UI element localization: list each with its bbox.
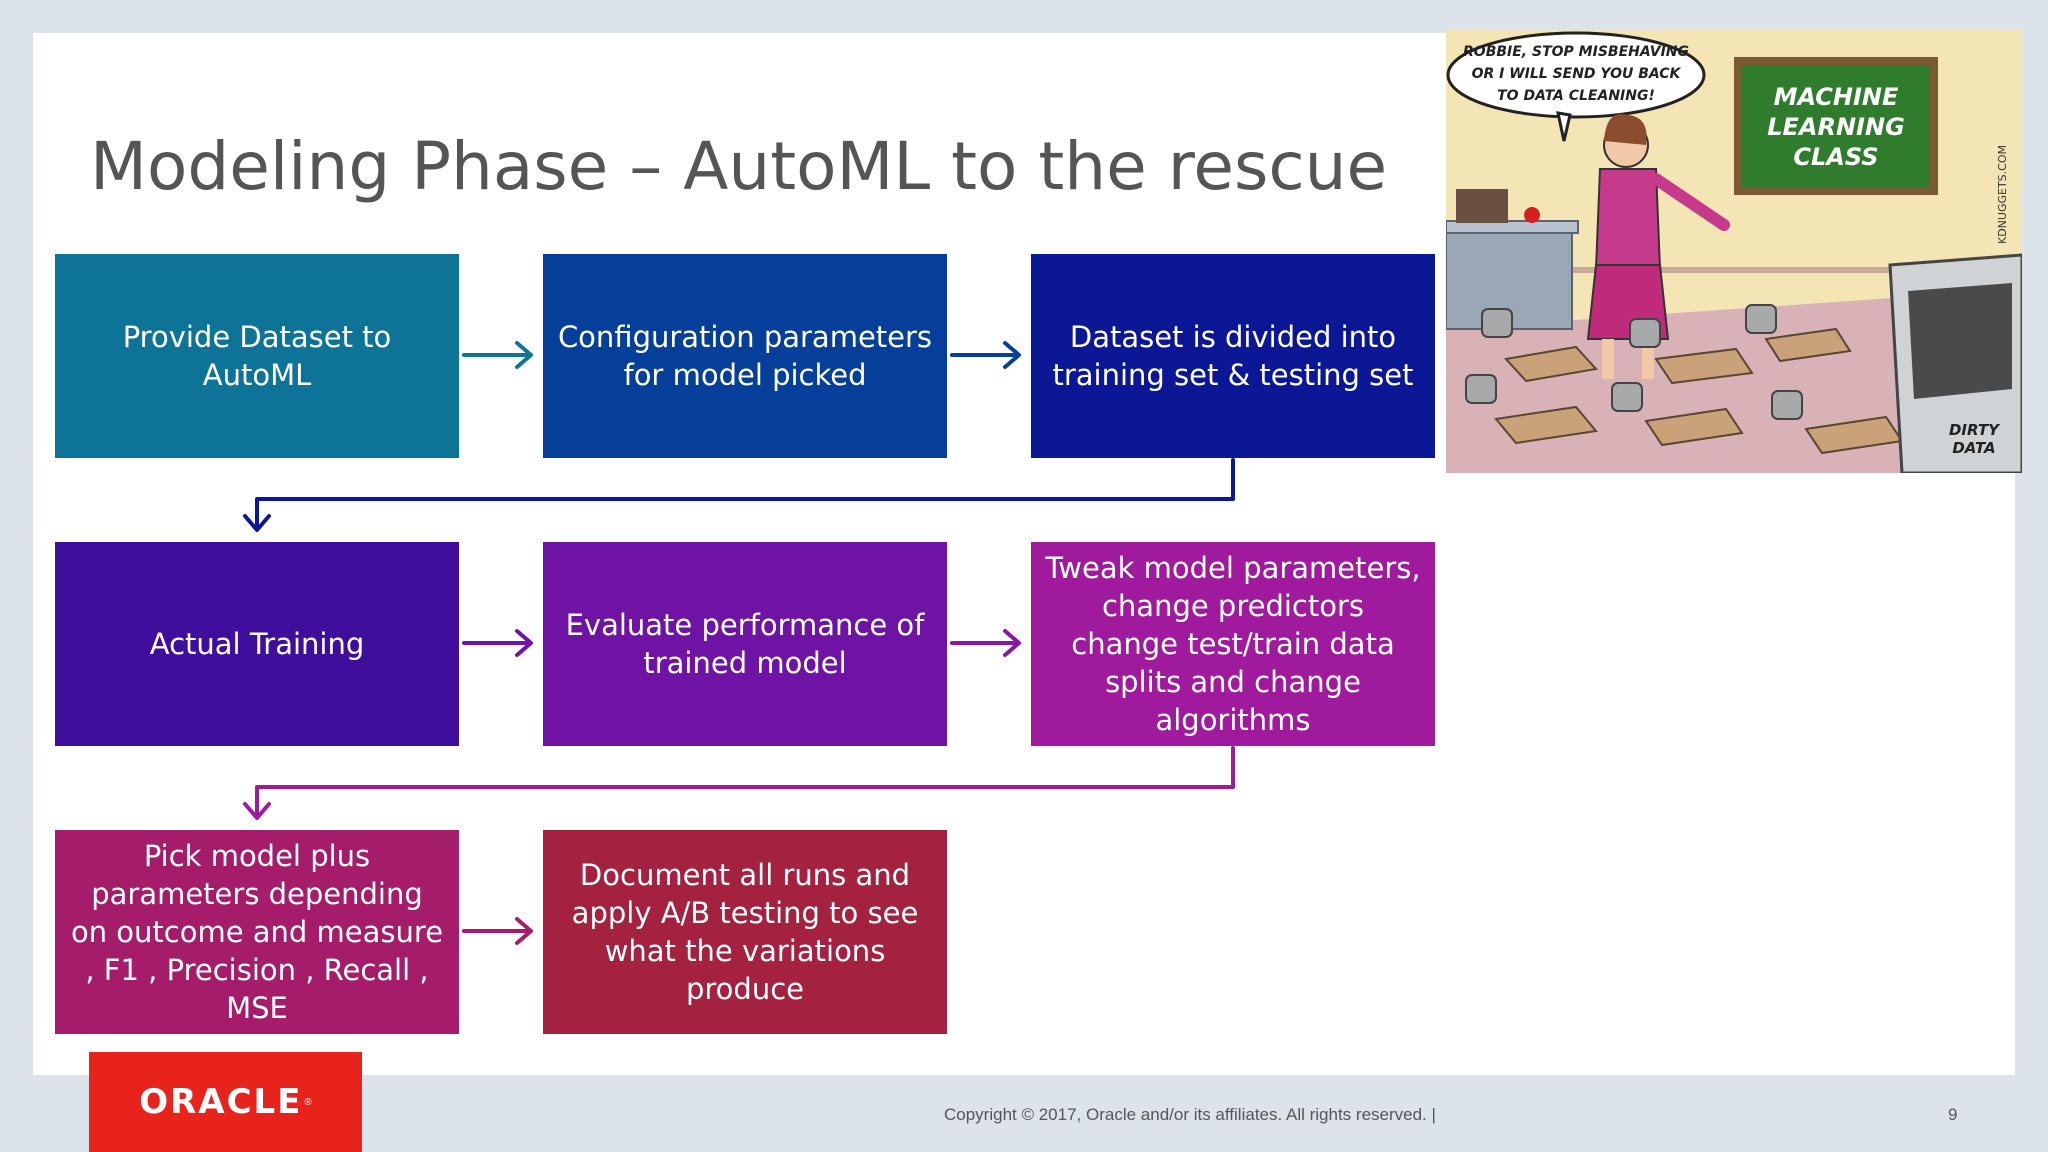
slide-title: Modeling Phase – AutoML to the rescue: [90, 128, 1388, 205]
arrow-row2-a: [462, 629, 533, 657]
step-label: Tweak model parameters, change predictor…: [1045, 551, 1421, 737]
oracle-logo-text: ORACLE: [139, 1082, 303, 1122]
step-actual-training: Actual Training: [55, 542, 459, 746]
arrow-row1-a: [462, 341, 533, 369]
oracle-logo: ORACLE®: [89, 1052, 362, 1152]
connector-row2-to-row3: [243, 746, 1235, 820]
step-label: Provide Dataset to AutoML: [122, 320, 392, 392]
oracle-logo-mark: ®: [304, 1096, 312, 1108]
speech-line-1: ROBBIE, STOP MISBEHAVING: [1463, 44, 1689, 60]
arrow-row2-b: [950, 629, 1021, 657]
cartoon-illustration: MACHINE LEARNING CLASS KDNUGGETS.COM ROB…: [1446, 29, 2022, 473]
step-tweak-parameters: Tweak model parameters, change predictor…: [1031, 542, 1435, 746]
robot-students: [1465, 304, 1803, 420]
copyright-notice: Copyright © 2017, Oracle and/or its affi…: [944, 1105, 1436, 1124]
board-line-2: LEARNING: [1767, 113, 1905, 141]
step-pick-model: Pick model plus parameters depending on …: [55, 830, 459, 1034]
step-label: Pick model plus parameters depending on …: [70, 839, 444, 1025]
connector-row1-to-row2: [243, 458, 1235, 532]
step-label: Actual Training: [149, 627, 365, 661]
page-number: 9: [1948, 1105, 1958, 1124]
step-label: Dataset is divided into training set & t…: [1052, 320, 1414, 392]
board-line-1: MACHINE: [1774, 83, 1899, 111]
step-evaluate-performance: Evaluate performance of trained model: [543, 542, 947, 746]
step-dataset-split: Dataset is divided into training set & t…: [1031, 254, 1435, 458]
step-label: Document all runs and apply A/B testing …: [571, 858, 919, 1006]
speech-bubble: ROBBIE, STOP MISBEHAVING OR I WILL SEND …: [1446, 31, 1706, 142]
board-line-3: CLASS: [1793, 143, 1878, 171]
bin-label-1: DIRTY: [1949, 421, 2001, 439]
step-provide-dataset: Provide Dataset to AutoML: [55, 254, 459, 458]
step-label: Evaluate performance of trained model: [565, 608, 925, 680]
step-configuration-parameters: Configuration parameters for model picke…: [543, 254, 947, 458]
arrow-row3-a: [462, 917, 533, 945]
arrow-row1-b: [950, 341, 1021, 369]
step-label: Configuration parameters for model picke…: [557, 320, 933, 392]
chalkboard: MACHINE LEARNING CLASS: [1734, 57, 1938, 195]
dirty-data-bin: DIRTY DATA: [1888, 253, 2022, 473]
step-document-runs: Document all runs and apply A/B testing …: [543, 830, 947, 1034]
bin-label-2: DATA: [1952, 439, 1995, 457]
cartoon-credit: KDNUGGETS.COM: [1996, 145, 2009, 244]
speech-line-3: TO DATA CLEANING!: [1497, 88, 1655, 104]
student-desks: [1494, 327, 1904, 455]
speech-line-2: OR I WILL SEND YOU BACK: [1472, 66, 1682, 82]
